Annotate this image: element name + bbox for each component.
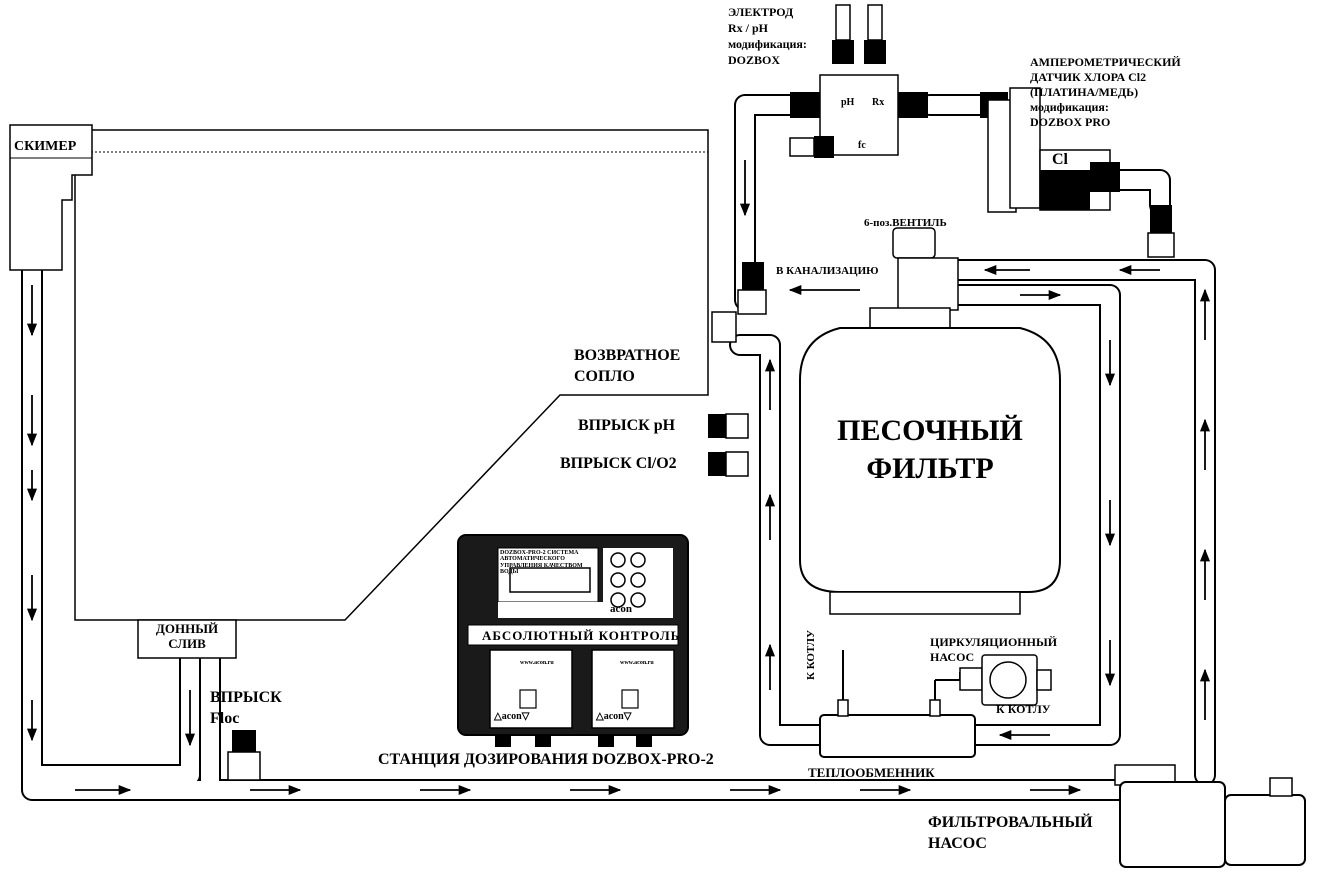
device-title: АБСОЛЮТНЫЙ КОНТРОЛЬ (482, 628, 681, 643)
inject-floc-label-2: Floc (210, 710, 240, 727)
sand-filter-label: ПЕСОЧНЫЙ ФИЛЬТР (820, 412, 1040, 487)
device-header-text: DOZBOX-PRO-2 СИСТЕМА АВТОМАТИЧЕСКОГО УПР… (500, 550, 583, 575)
skimmer (9, 124, 93, 271)
dosing-station-label: СТАНЦИЯ ДОЗИРОВАНИЯ DOZBOX-PRO-2 (378, 751, 714, 768)
sensor-tag-rx: Rx (872, 97, 885, 108)
chlorine-sensor-label-5: DOZBOX PRO (1030, 115, 1111, 129)
inject-cl-label: ВПРЫСК Cl/O2 (560, 455, 677, 472)
bottom-drain-label: ДОННЫЙ СЛИВ (138, 621, 236, 652)
filter-pump-label-1: ФИЛЬТРОВАЛЬНЫЙ (928, 814, 1093, 831)
bottom-drain-label-1: ДОННЫЙ (155, 621, 219, 636)
filter-pump (1114, 764, 1306, 868)
electrode-fitting (737, 4, 928, 315)
chlorine-sensor-label-4: модификация: (1030, 100, 1109, 114)
pump-url-right: www.acon.ru (620, 660, 654, 666)
sand-filter-label-1: ПЕСОЧНЫЙ (837, 414, 1023, 447)
to-boiler-right-label: К КОТЛУ (996, 702, 1051, 716)
injector-ph (708, 413, 749, 439)
bottom-drain (137, 619, 237, 659)
injector-floc (227, 730, 261, 781)
inject-ph-label: ВПРЫСК pH (578, 417, 676, 434)
electrode-label-4: DOZBOX (728, 53, 781, 67)
chlorine-sensor (980, 87, 1175, 258)
inject-floc-label-1: ВПРЫСК (210, 689, 282, 706)
sensor-tag-fc: fc (858, 140, 866, 151)
heat-exchanger (819, 650, 976, 758)
six-way-valve (869, 227, 959, 329)
to-sewer-label: В КАНАЛИЗАЦИЮ (776, 265, 879, 277)
sensor-tag-ph: pH (841, 97, 855, 108)
valve-label: 6-поз.ВЕНТИЛЬ (864, 217, 947, 229)
circ-pump-label-1: ЦИРКУЛЯЦИОННЫЙ (930, 635, 1058, 649)
sand-filter-label-2: ФИЛЬТР (866, 451, 994, 485)
return-nozzle-label-2: СОПЛО (574, 368, 635, 385)
electrode-label-1: ЭЛЕКТРОД (728, 5, 794, 19)
flow-arrows (26, 159, 1211, 796)
chlorine-sensor-label-1: АМПЕРОМЕТРИЧЕСКИЙ (1030, 55, 1181, 69)
pump-brand-left: △acon▽ (494, 711, 530, 722)
to-boiler-vertical-label: К КОТЛУ (805, 629, 817, 680)
dosing-station (457, 534, 689, 747)
heat-exchanger-label: ТЕПЛООБМЕННИК (808, 765, 935, 780)
injector-cl (708, 451, 749, 477)
bottom-drain-label-2: СЛИВ (168, 635, 206, 651)
return-nozzle-label-1: ВОЗВРАТНОЕ (574, 347, 681, 364)
filter-pump-label-2: НАСОС (928, 835, 987, 852)
return-nozzle (711, 311, 737, 343)
circ-pump-label-2: НАСОС (930, 650, 975, 664)
sand-filter (799, 327, 1061, 615)
chlorine-sensor-label-2: ДАТЧИК ХЛОРА Cl2 (1030, 70, 1147, 84)
pump-url-left: www.acon.ru (520, 660, 554, 666)
circulation-pump (935, 654, 1052, 706)
sensor-tag-cl: Cl (1052, 151, 1068, 168)
skimmer-label: СКИМЕР (14, 139, 77, 154)
pool-outline (74, 129, 709, 621)
electrode-label-2: Rx / pH (728, 21, 769, 35)
electrode-label-3: модификация: (728, 37, 807, 51)
chlorine-sensor-label-3: (ПЛАТИНА/МЕДЬ) (1030, 85, 1139, 99)
device-brand: acon (610, 603, 632, 615)
pump-brand-right: △acon▽ (596, 711, 632, 722)
